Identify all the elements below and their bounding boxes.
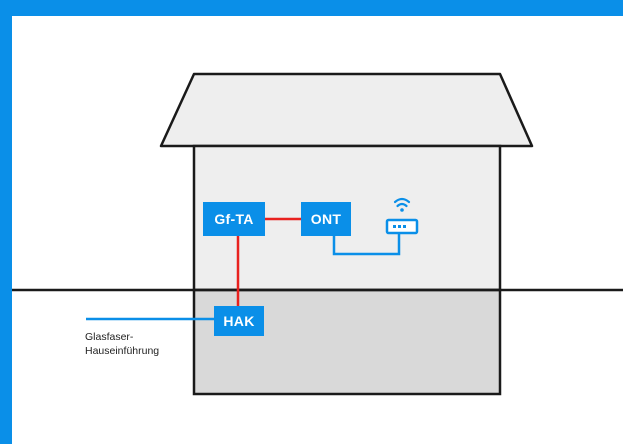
network-line-ont-router	[332, 234, 401, 256]
fiber-entry-label: Glasfaser- Hauseinführung	[85, 330, 159, 358]
hak-box: HAK	[214, 306, 264, 336]
gfta-box: Gf-TA	[203, 202, 265, 236]
house-basement	[192, 288, 502, 396]
ont-box: ONT	[301, 202, 351, 236]
fiber-entry-label-line2: Hauseinführung	[85, 345, 160, 357]
diagram-canvas: Gf-TA ONT HAK Glasfaser- Hauseinführung	[12, 16, 623, 444]
fiber-entry-label-line1: Glasfaser-	[85, 331, 134, 343]
house-roof	[159, 72, 534, 148]
wifi-router-icon	[385, 197, 419, 235]
